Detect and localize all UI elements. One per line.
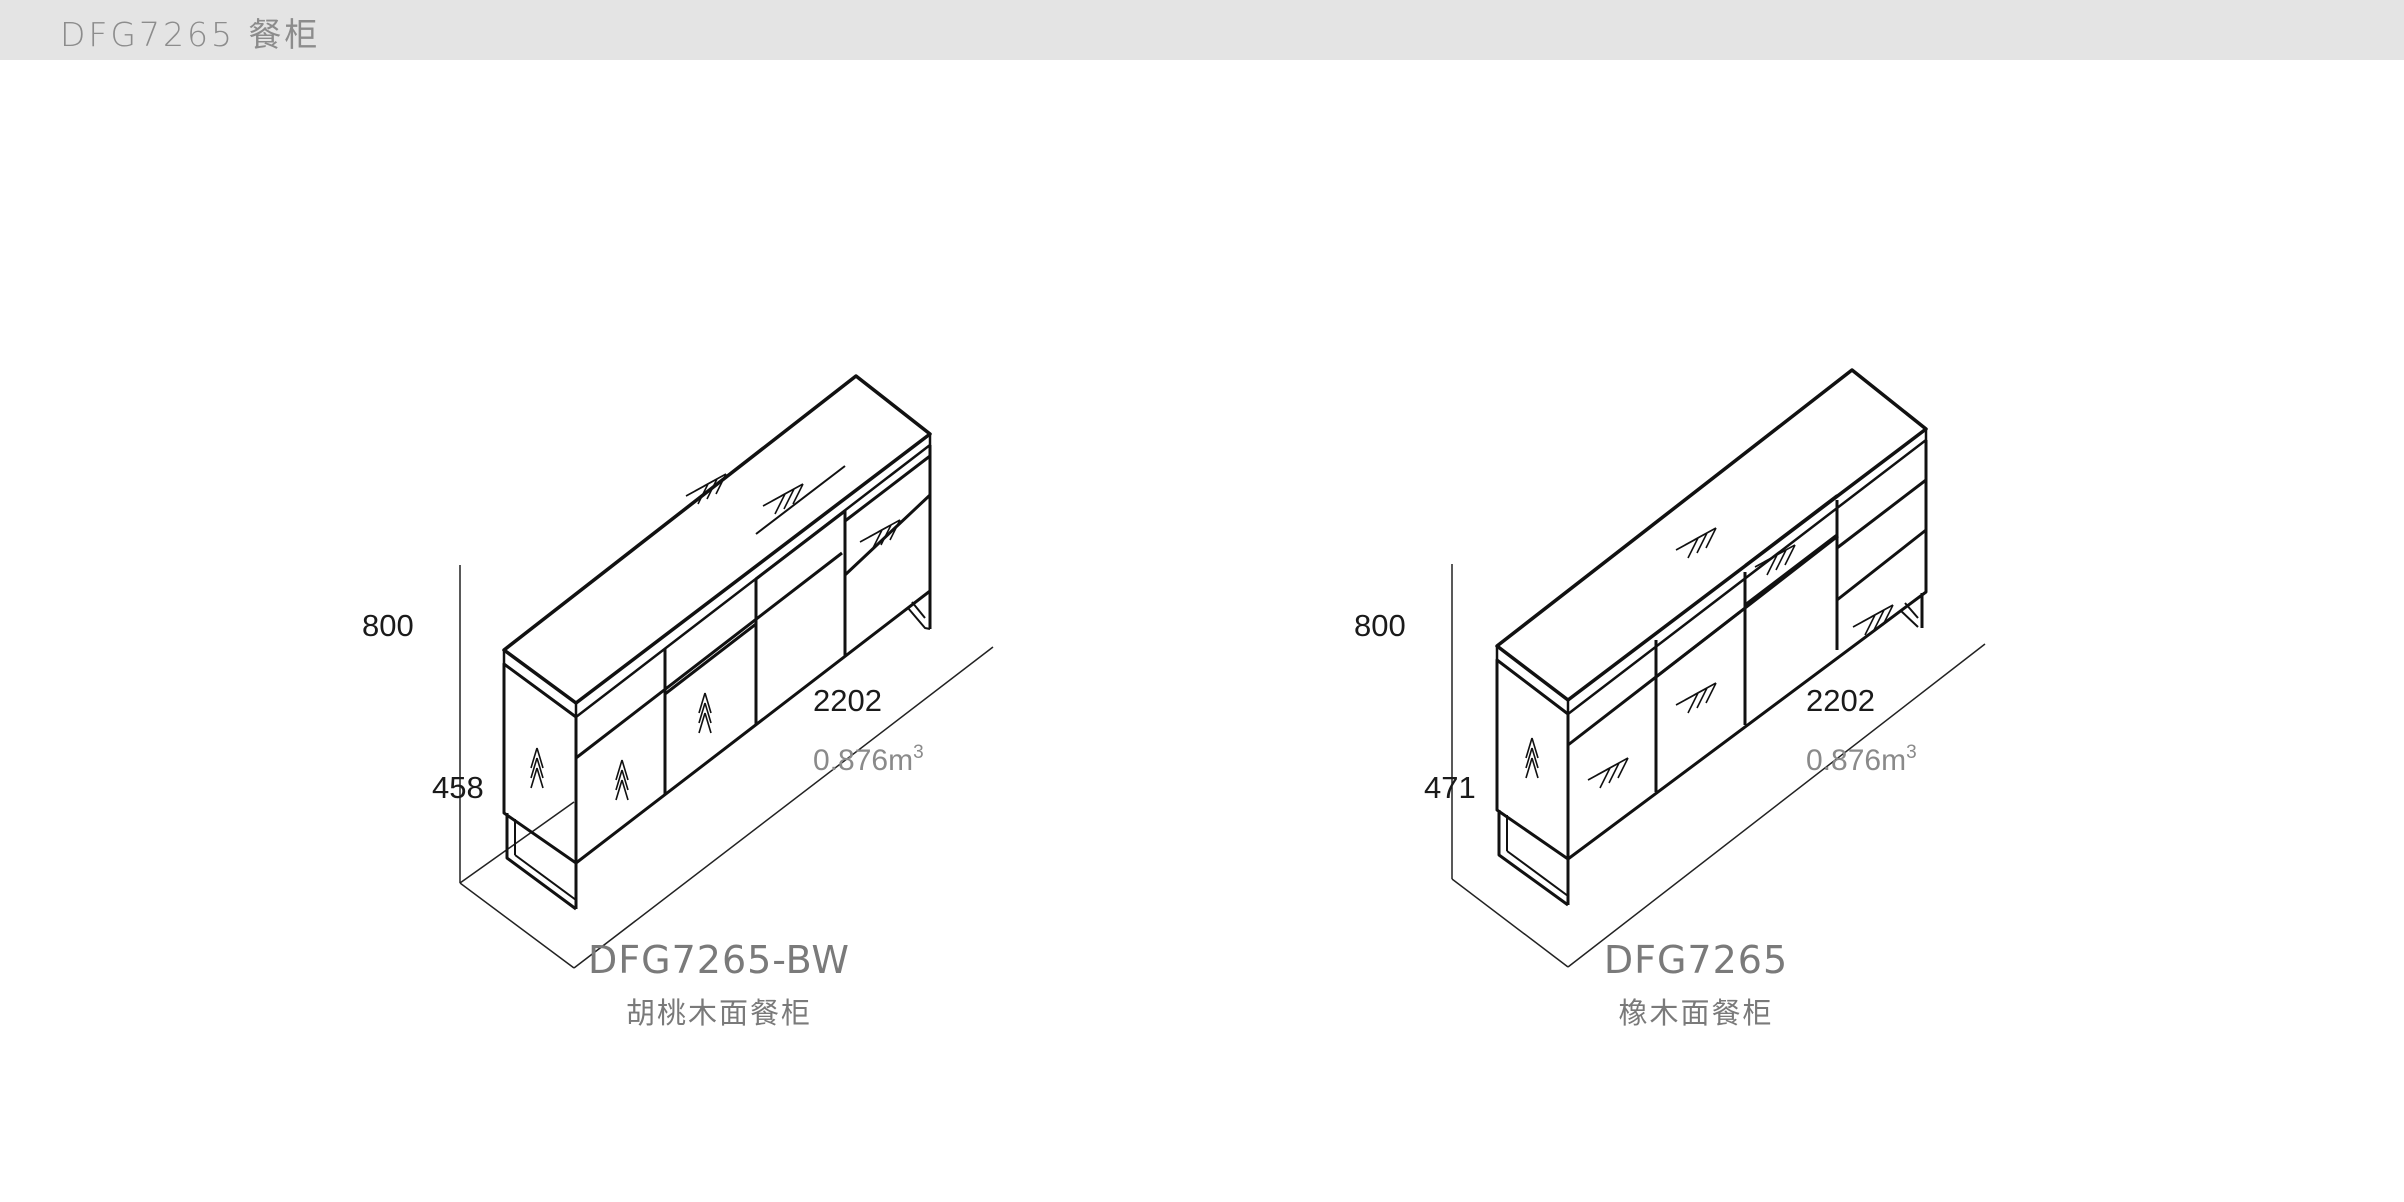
cabinet-right-drawing <box>1451 368 1986 968</box>
depth-dimension-left: 458 <box>432 770 484 805</box>
width-dimension-right: 2202 <box>1806 683 1875 718</box>
volume-right: 0.876m3 <box>1806 742 1917 777</box>
header-bar: DFG7265 餐柜 <box>0 0 2404 60</box>
height-dimension-right: 800 <box>1354 608 1406 643</box>
dimension-lines-left <box>459 565 994 969</box>
width-dimension-left: 2202 <box>813 683 882 718</box>
model-description-left: 胡桃木面餐柜 <box>625 996 812 1030</box>
model-name-right: DFG7265 <box>1603 938 1789 982</box>
model-description-right: 橡木面餐柜 <box>1618 996 1774 1030</box>
depth-dimension-right: 471 <box>1424 770 1476 805</box>
dimension-lines-right <box>1451 564 1986 968</box>
page-title: DFG7265 餐柜 <box>60 15 321 54</box>
model-name-left: DFG7265-BW <box>588 938 850 982</box>
cabinet-left-drawing <box>459 374 994 969</box>
volume-left: 0.876m3 <box>813 742 924 777</box>
height-dimension-left: 800 <box>362 608 414 643</box>
